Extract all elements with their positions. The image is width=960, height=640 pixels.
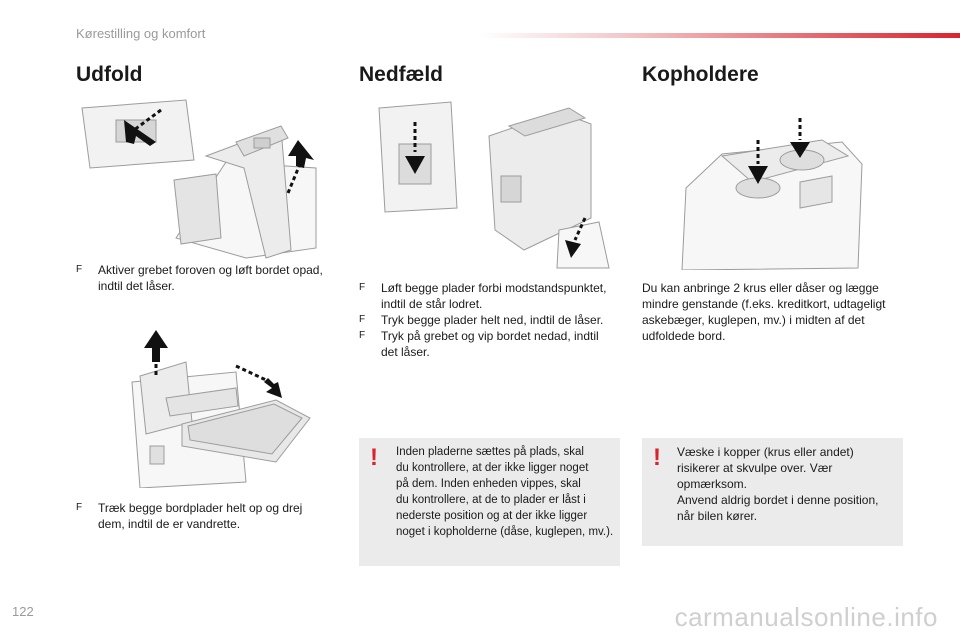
bullet-glyph: F	[76, 502, 83, 513]
nedfaeld-step-3: F Tryk på grebet og vip bordet nedad, in…	[359, 329, 599, 359]
bullet-glyph: F	[359, 282, 366, 293]
illustration-cupholders	[681, 118, 863, 270]
illustration-fold-down	[378, 101, 610, 269]
kopholdere-warning-box: ! Væske i kopper (krus eller andet) risi…	[642, 438, 903, 546]
bullet-glyph: F	[359, 330, 366, 341]
watermark: carmanualsonline.info	[674, 602, 938, 632]
page-number: 122	[12, 604, 34, 619]
udfold-step-2: F Træk begge bordplader helt op og drej …	[76, 501, 303, 531]
illustration-pull-rotate	[131, 330, 311, 488]
udfold-step-1: F Aktiver grebet foroven og løft bordet …	[76, 263, 323, 293]
bullet-glyph: F	[76, 264, 83, 275]
nedfaeld-warning-text: Inden pladerne sættes på plads, skal du …	[396, 446, 614, 538]
header-accent-bar	[480, 33, 960, 38]
bullet-glyph: F	[359, 314, 366, 325]
nedfaeld-step-1: F Løft begge plader forbi modstandspunkt…	[359, 281, 607, 311]
warning-icon: !	[370, 444, 378, 471]
kopholdere-text: Du kan anbringe 2 krus eller dåser og læ…	[642, 281, 886, 343]
warning-icon: !	[653, 444, 661, 471]
nedfaeld-step-2: F Tryk begge plader helt ned, indtil de …	[359, 313, 604, 327]
title-kopholdere: Kopholdere	[642, 63, 759, 86]
illustration-unlock-lift	[81, 99, 317, 259]
kopholdere-warning-text: Væske i kopper (krus eller andet) risike…	[677, 445, 879, 523]
title-udfold: Udfold	[76, 63, 143, 86]
title-nedfaeld: Nedfæld	[359, 63, 443, 86]
nedfaeld-warning-box: ! Inden pladerne sættes på plads, skal d…	[359, 438, 620, 566]
nedfaeld-steps: F Løft begge plader forbi modstandspunkt…	[359, 280, 621, 360]
running-header: Kørestilling og komfort	[76, 26, 206, 41]
